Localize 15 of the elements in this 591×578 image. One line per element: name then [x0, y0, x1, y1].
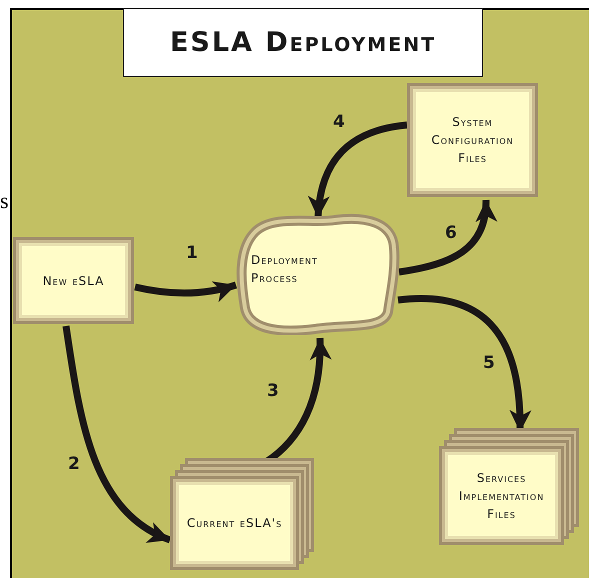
process-box: [13, 237, 134, 324]
node-label: Deployment Process: [251, 252, 319, 286]
node-label: Current eSLA's: [186, 515, 282, 532]
curved-arrow: [62, 325, 172, 544]
curved-arrow: [308, 122, 408, 218]
node-label: System Configuration Files: [430, 114, 515, 167]
node-label: Services Implementation Files: [458, 470, 546, 522]
text-fragment: s: [0, 188, 9, 214]
document-stack: [170, 458, 314, 570]
title: ESLA Deployment: [123, 8, 483, 77]
curved-arrow: [398, 200, 496, 276]
document-stack: [439, 428, 579, 545]
process-box: [407, 83, 538, 197]
node-label: New eSLA: [42, 272, 104, 290]
curved-arrow: [134, 280, 237, 302]
